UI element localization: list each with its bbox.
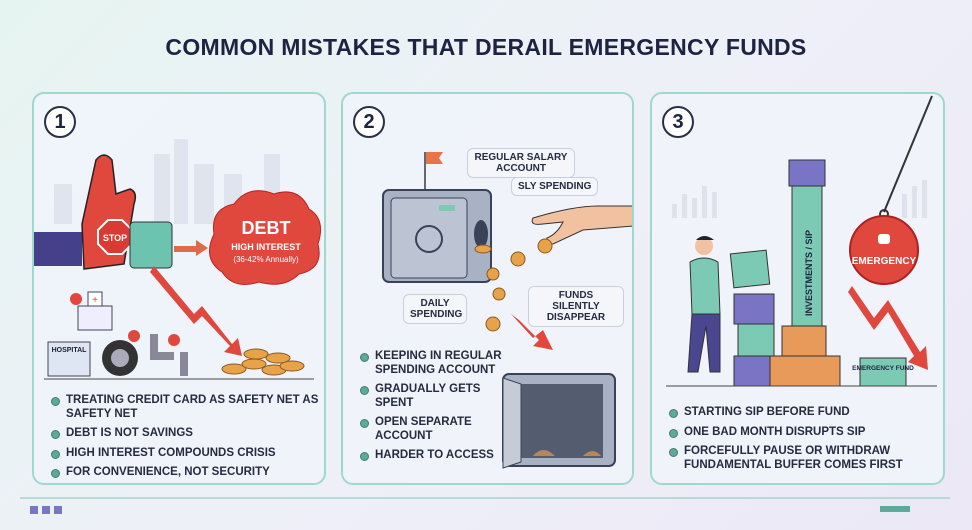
bullet-item: One bad month disrupts SIP (668, 426, 938, 440)
bullet-list: Treating credit card as safety net as sa… (50, 394, 320, 483)
panel-credit-card: 1 STOP DEBT HIGH INTEREST (36-42% Annual… (32, 92, 326, 485)
panel-spending-account: 2 REGULAR SALARY ACCOUNT SLY SPENDING DA… (341, 92, 634, 485)
sip-illustration: INVESTMENTS / SIP EMERGENCY EMERGENCY FU… (666, 95, 937, 387)
stop-label: STOP (103, 233, 127, 243)
hand-icon (531, 205, 632, 245)
background-chart-icon (672, 180, 927, 218)
bullet-item: Debt is not savings (50, 427, 320, 441)
bullet-item: Open separate account (359, 416, 509, 443)
credit-card-illustration: STOP DEBT HIGH INTEREST (36-42% Annually… (34, 139, 321, 380)
bullet-list: Starting SIP before fund One bad month d… (668, 406, 938, 478)
tire-icon (102, 330, 140, 376)
coins-icon (474, 238, 553, 332)
down-arrow-icon (150, 266, 242, 356)
hospital-icon: + (70, 291, 113, 331)
bullet-item: Treating credit card as safety net as sa… (50, 394, 320, 421)
empty-safe-icon (502, 373, 616, 469)
svg-text:+: + (92, 295, 98, 306)
funds-disappear-label: FUNDS SILENTLY DISAPPEAR (528, 286, 624, 327)
blocks-icon (729, 249, 841, 387)
investment-tower-icon: INVESTMENTS / SIP (788, 159, 826, 327)
sleeve-icon (34, 232, 82, 266)
sly-spending-label: SLY SPENDING (511, 177, 599, 196)
bullet-list: Keeping in regular spending account Grad… (359, 350, 509, 469)
right-arrow-icon (174, 240, 208, 256)
emergency-label: EMERGENCY (852, 256, 917, 267)
wrecking-ball-icon: EMERGENCY (849, 95, 933, 285)
investments-label: INVESTMENTS / SIP (804, 230, 814, 316)
emergency-fund-box-icon (859, 357, 907, 387)
bullet-item: Starting SIP before fund (668, 406, 938, 420)
page-title: COMMON MISTAKES THAT DERAIL EMERGENCY FU… (165, 34, 807, 60)
debt-label: DEBT (242, 218, 291, 238)
down-arrow-icon (511, 314, 553, 350)
bullet-item: Forcefully pause or withdraw fundamental… (668, 445, 938, 472)
debt-cloud-icon (209, 190, 321, 285)
salary-account-label: REGULAR SALARY ACCOUNT (467, 148, 575, 178)
step-number: 2 (353, 106, 385, 138)
bullet-item: For convenience, not security (50, 466, 320, 480)
bullet-item: High interest compounds crisis (50, 447, 320, 461)
bullet-item: Harder to access (359, 449, 509, 463)
credit-card-icon (129, 221, 173, 269)
footer-decoration (20, 497, 950, 514)
svg-text:HOSPITAL: HOSPITAL (52, 347, 88, 354)
safe-illustration (382, 152, 632, 469)
safe-icon (382, 152, 492, 283)
coins-icon (221, 348, 305, 376)
person-icon (687, 236, 721, 373)
panel-sip: 3 INVESTMENTS / SIP EMERGENCY EMERGENCY … (650, 92, 945, 485)
high-interest-label: HIGH INTEREST (231, 242, 301, 252)
bullet-item: Gradually gets spent (359, 383, 509, 410)
broken-pipe-icon (150, 334, 188, 376)
emergency-fund-label: EMERGENCY FUND (852, 365, 914, 372)
daily-spending-label: DAILY SPENDING (403, 294, 467, 324)
step-number: 1 (44, 106, 76, 138)
bullet-item: Keeping in regular spending account (359, 350, 509, 377)
interest-rate-label: (36-42% Annually) (233, 255, 299, 264)
down-arrow-icon (848, 286, 928, 370)
step-number: 3 (662, 106, 694, 138)
hospital-building-icon: HOSPITAL (47, 341, 91, 377)
